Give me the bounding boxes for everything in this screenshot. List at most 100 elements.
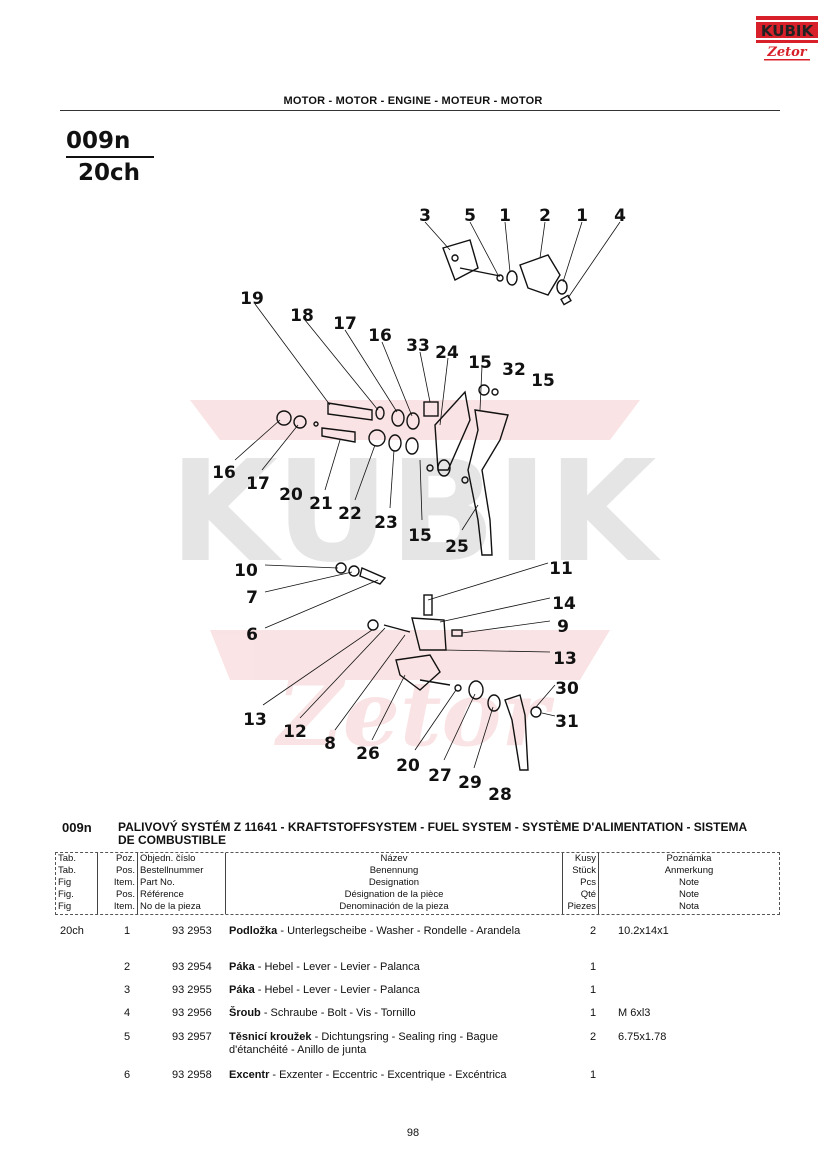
designation-translations: - Unterlegscheibe - Washer - Rondelle - … bbox=[277, 925, 521, 937]
callout-24: 24 bbox=[435, 343, 459, 363]
row-position: 1 bbox=[124, 925, 131, 937]
callout-30: 30 bbox=[555, 679, 579, 699]
row-designation: Šroub - Schraube - Bolt - Vis - Tornillo bbox=[229, 1007, 559, 1020]
callout-16: 16 bbox=[212, 463, 236, 483]
designation-translations: - Exzenter - Eccentric - Excentrique - E… bbox=[269, 1069, 507, 1081]
row-part-number: 93 2954 bbox=[172, 961, 212, 973]
header-line: Bestellnummer bbox=[140, 865, 204, 876]
callout-17: 17 bbox=[333, 314, 357, 334]
header-line: Qté bbox=[580, 889, 596, 900]
callout-8: 8 bbox=[324, 734, 336, 754]
callout-33: 33 bbox=[406, 336, 430, 356]
row-position: 4 bbox=[124, 1007, 131, 1019]
designation-czech: Páka bbox=[229, 984, 255, 996]
row-part-number: 93 2955 bbox=[172, 984, 212, 996]
header-line: Anmerkung bbox=[664, 865, 714, 876]
figure-variant: 20ch bbox=[78, 160, 141, 186]
callout-7: 7 bbox=[246, 588, 258, 608]
header-line: Fig bbox=[58, 901, 72, 912]
row-quantity: 2 bbox=[590, 925, 597, 937]
designation-czech: Šroub bbox=[229, 1007, 261, 1019]
callout-25: 25 bbox=[445, 537, 469, 557]
designation-translations: - Dichtungsring - Sealing ring - Bague d… bbox=[229, 1031, 499, 1056]
header-line: Piezes bbox=[567, 901, 596, 912]
header-line: Nota bbox=[678, 901, 700, 912]
callout-32: 32 bbox=[502, 360, 526, 380]
header-line: Stück bbox=[572, 865, 596, 876]
row-part-number: 93 2953 bbox=[172, 925, 212, 937]
header-line: Pos. bbox=[115, 889, 135, 900]
row-note: 10.2x14x1 bbox=[618, 925, 669, 937]
callout-1: 1 bbox=[576, 206, 588, 226]
callout-15: 15 bbox=[468, 353, 492, 373]
header-line: Denominación de la pieza bbox=[339, 901, 449, 912]
leader-lines bbox=[234, 221, 621, 769]
callout-15: 15 bbox=[531, 371, 555, 391]
row-designation: Excentr - Exzenter - Eccentric - Excentr… bbox=[229, 1069, 559, 1082]
callout-5: 5 bbox=[464, 206, 476, 226]
header-line: Pos. bbox=[115, 865, 135, 876]
row-quantity: 2 bbox=[590, 1031, 597, 1043]
row-note: M 6xl3 bbox=[618, 1007, 651, 1019]
exploded-parts-diagram: KUBIK Zetor bbox=[170, 206, 662, 805]
header-line: Note bbox=[678, 877, 700, 888]
callout-3: 3 bbox=[419, 206, 431, 226]
kubik-zetor-logo: KUBIK Zetor bbox=[756, 14, 818, 66]
row-designation: Těsnicí kroužek - Dichtungsring - Sealin… bbox=[229, 1031, 559, 1057]
callout-29: 29 bbox=[458, 773, 482, 793]
row-quantity: 1 bbox=[590, 984, 597, 996]
header-line: Objedn. číslo bbox=[140, 853, 196, 864]
callout-27: 27 bbox=[428, 766, 452, 786]
row-designation: Podložka - Unterlegscheibe - Washer - Ro… bbox=[229, 925, 559, 938]
callout-13: 13 bbox=[243, 710, 267, 730]
row-note: 6.75x1.78 bbox=[618, 1031, 667, 1043]
callout-6: 6 bbox=[246, 625, 258, 645]
callout-20: 20 bbox=[279, 485, 303, 505]
callout-14: 14 bbox=[552, 594, 576, 614]
svg-text:Zetor: Zetor bbox=[766, 45, 807, 60]
header-line: Poz. bbox=[115, 853, 135, 864]
header-line: Note bbox=[678, 889, 700, 900]
callout-22: 22 bbox=[338, 504, 362, 524]
callout-12: 12 bbox=[283, 722, 307, 742]
callout-9: 9 bbox=[557, 617, 569, 637]
callout-2: 2 bbox=[539, 206, 551, 226]
header-line: Fig bbox=[58, 877, 72, 888]
callout-1: 1 bbox=[499, 206, 511, 226]
row-position: 2 bbox=[124, 961, 131, 973]
row-quantity: 1 bbox=[590, 1069, 597, 1081]
row-tab: 20ch bbox=[60, 925, 84, 937]
header-line: Benennung bbox=[369, 865, 419, 876]
callout-20: 20 bbox=[396, 756, 420, 776]
callout-18: 18 bbox=[290, 306, 314, 326]
row-part-number: 93 2956 bbox=[172, 1007, 212, 1019]
callout-31: 31 bbox=[555, 712, 579, 732]
row-designation: Páka - Hebel - Lever - Levier - Palanca bbox=[229, 984, 559, 997]
section-code: 009n bbox=[62, 820, 92, 835]
designation-translations: - Hebel - Lever - Levier - Palanca bbox=[254, 961, 420, 973]
svg-text:KUBIK: KUBIK bbox=[761, 22, 815, 40]
callout-15: 15 bbox=[408, 526, 432, 546]
designation-czech: Páka bbox=[229, 961, 255, 973]
header-divider bbox=[60, 110, 780, 111]
row-part-number: 93 2958 bbox=[172, 1069, 212, 1081]
header-line: Fig. bbox=[58, 889, 74, 900]
page-number: 98 bbox=[406, 1127, 420, 1139]
header-line: No de la pieza bbox=[140, 901, 201, 912]
header-line: Designation bbox=[368, 877, 420, 888]
row-quantity: 1 bbox=[590, 1007, 597, 1019]
header-line: Tab. bbox=[58, 853, 76, 864]
header-line: Item. bbox=[113, 901, 135, 912]
designation-czech: Podložka bbox=[229, 925, 278, 937]
callout-19: 19 bbox=[240, 289, 264, 309]
header-line: Item. bbox=[113, 877, 135, 888]
header-line: Kusy bbox=[574, 853, 596, 864]
callout-21: 21 bbox=[309, 494, 333, 514]
header-line: Tab. bbox=[58, 865, 76, 876]
